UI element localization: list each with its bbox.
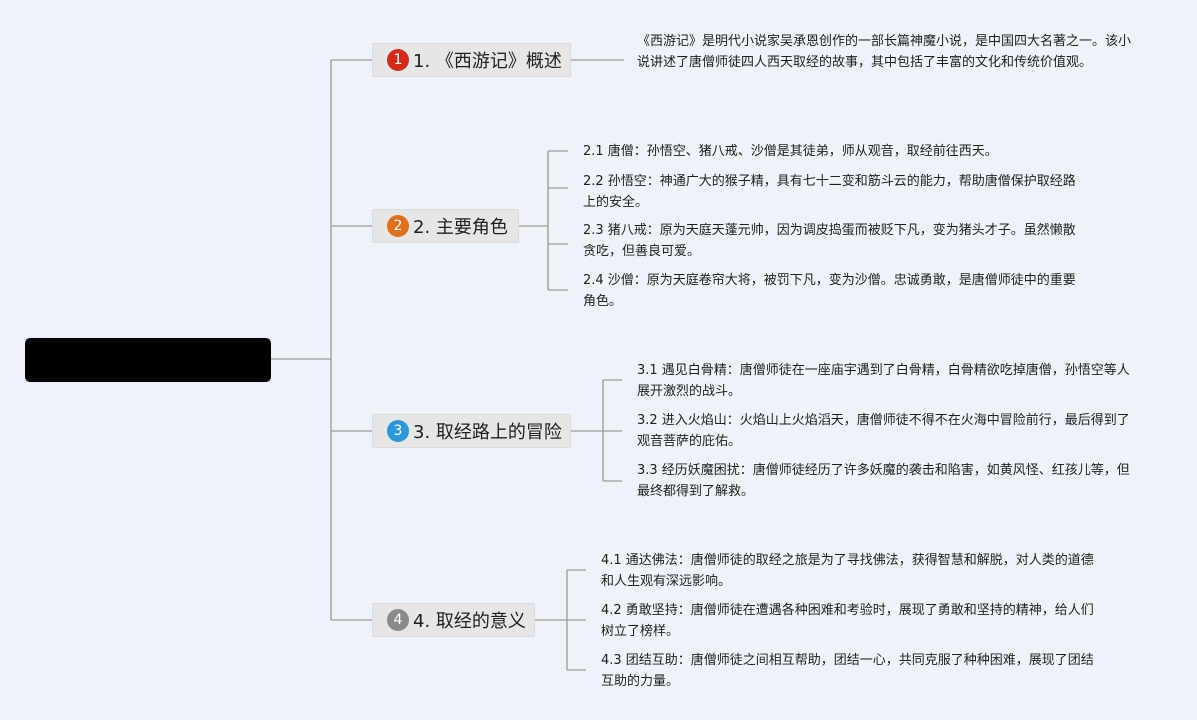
branch-label: 2. 主要角色: [413, 217, 508, 238]
leaf-topic[interactable]: 2.2 孙悟空：神通广大的猴子精，具有七十二变和筋斗云的能力，帮助唐僧保护取经路…: [583, 174, 1076, 210]
branch-topic-significance[interactable]: 4 4. 取经的意义: [372, 603, 535, 637]
branch-topic-adventures[interactable]: 3 3. 取经路上的冒险: [372, 414, 571, 448]
branch-label: 4. 取经的意义: [413, 611, 526, 632]
leaf-topic[interactable]: 4.2 勇敢坚持：唐僧师徒在遭遇各种困难和考验时，展现了勇敢和坚持的精神，给人们…: [601, 603, 1094, 639]
leaf-topic[interactable]: 3.3 经历妖魔困扰：唐僧师徒经历了许多妖魔的袭击和陷害，如黄风怪、红孩儿等，但…: [637, 463, 1130, 499]
priority-1-icon: 1: [387, 49, 409, 71]
branch-label: 3. 取经路上的冒险: [413, 422, 562, 443]
leaf-topic[interactable]: 4.3 团结互助：唐僧师徒之间相互帮助，团结一心，共同克服了种种困难，展现了团结…: [601, 653, 1094, 689]
leaf-topic[interactable]: 2.1 唐僧：孙悟空、猪八戒、沙僧是其徒弟，师从观音，取经前往西天。: [583, 144, 998, 159]
branch-label: 1. 《西游记》概述: [413, 51, 562, 72]
leaf-topic[interactable]: 3.2 进入火焰山：火焰山上火焰滔天，唐僧师徒不得不在火海中冒险前行，最后得到了…: [637, 413, 1130, 449]
leaf-topic[interactable]: 3.1 遇见白骨精：唐僧师徒在一座庙宇遇到了白骨精，白骨精欲吃掉唐僧，孙悟空等人…: [637, 363, 1130, 399]
leaf-topic[interactable]: 2.4 沙僧：原为天庭卷帘大将，被罚下凡，变为沙僧。忠诚勇敢，是唐僧师徒中的重要…: [583, 273, 1076, 309]
leaf-topic[interactable]: 4.1 通达佛法：唐僧师徒的取经之旅是为了寻找佛法，获得智慧和解脱，对人类的道德…: [601, 553, 1094, 589]
branch-topic-characters[interactable]: 2 2. 主要角色: [372, 209, 519, 243]
priority-4-icon: 4: [387, 609, 409, 631]
leaf-topic[interactable]: 《西游记》是明代小说家吴承恩创作的一部长篇神魔小说，是中国四大名著之一。该小说讲…: [637, 34, 1132, 70]
priority-2-icon: 2: [387, 215, 409, 237]
central-topic[interactable]: [25, 338, 271, 382]
priority-3-icon: 3: [387, 420, 409, 442]
branch-topic-overview[interactable]: 1 1. 《西游记》概述: [372, 43, 571, 77]
leaf-topic[interactable]: 2.3 猪八戒：原为天庭天蓬元帅，因为调皮捣蛋而被贬下凡，变为猪头才子。虽然懒散…: [583, 223, 1076, 259]
